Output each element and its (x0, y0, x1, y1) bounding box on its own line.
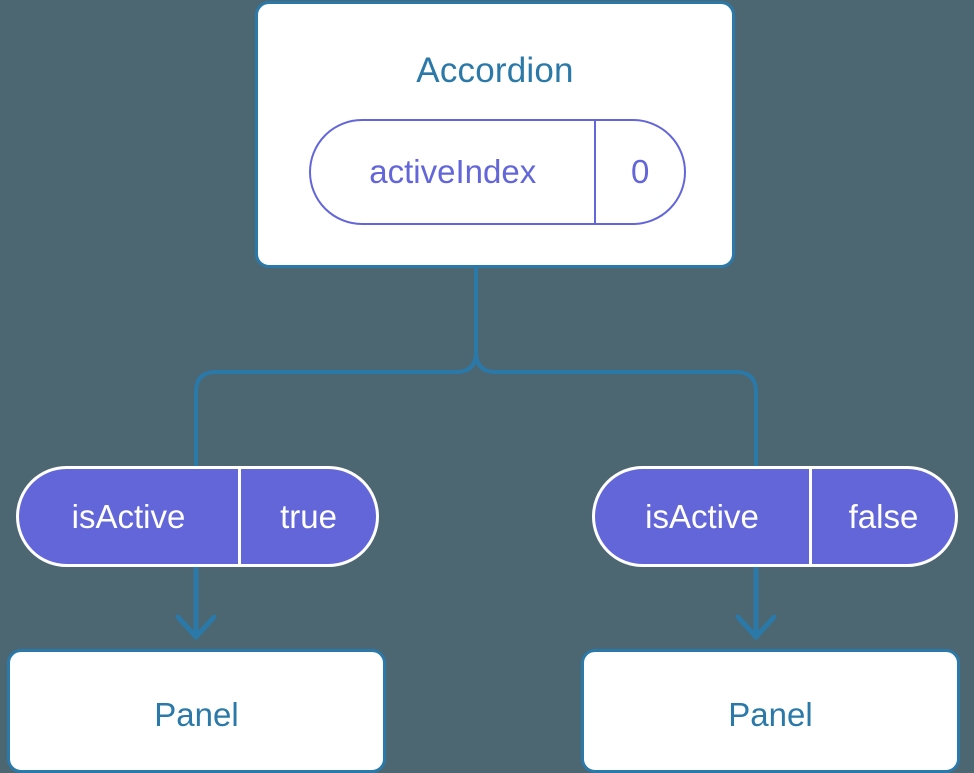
arrow-down-icon-left (175, 564, 217, 640)
prop-pill-value: true (238, 469, 376, 564)
state-pill-key: activeIndex (369, 153, 537, 190)
component-card-accordion[interactable]: Accordion activeIndex 0 (255, 1, 735, 268)
prop-pill-key: isActive (645, 497, 759, 535)
state-pill-value: 0 (594, 121, 684, 223)
tree-branch-connector-right (474, 265, 758, 468)
prop-pill-key: isActive (71, 497, 186, 535)
component-card-panel-right[interactable]: Panel (581, 649, 960, 773)
tree-branch-connector (194, 265, 478, 468)
prop-pill-value: false (809, 469, 955, 564)
state-pill-activeindex[interactable]: activeIndex 0 (309, 119, 686, 225)
component-card-panel-left[interactable]: Panel (7, 649, 386, 773)
prop-pill-isactive-false[interactable]: isActive false (592, 466, 958, 567)
prop-pill-isactive-true[interactable]: isActive true (16, 466, 379, 567)
page-title: Accordion (416, 51, 574, 90)
component-card-label: Panel (154, 696, 239, 733)
component-card-label: Panel (728, 696, 813, 733)
arrow-down-icon-right (735, 564, 777, 640)
